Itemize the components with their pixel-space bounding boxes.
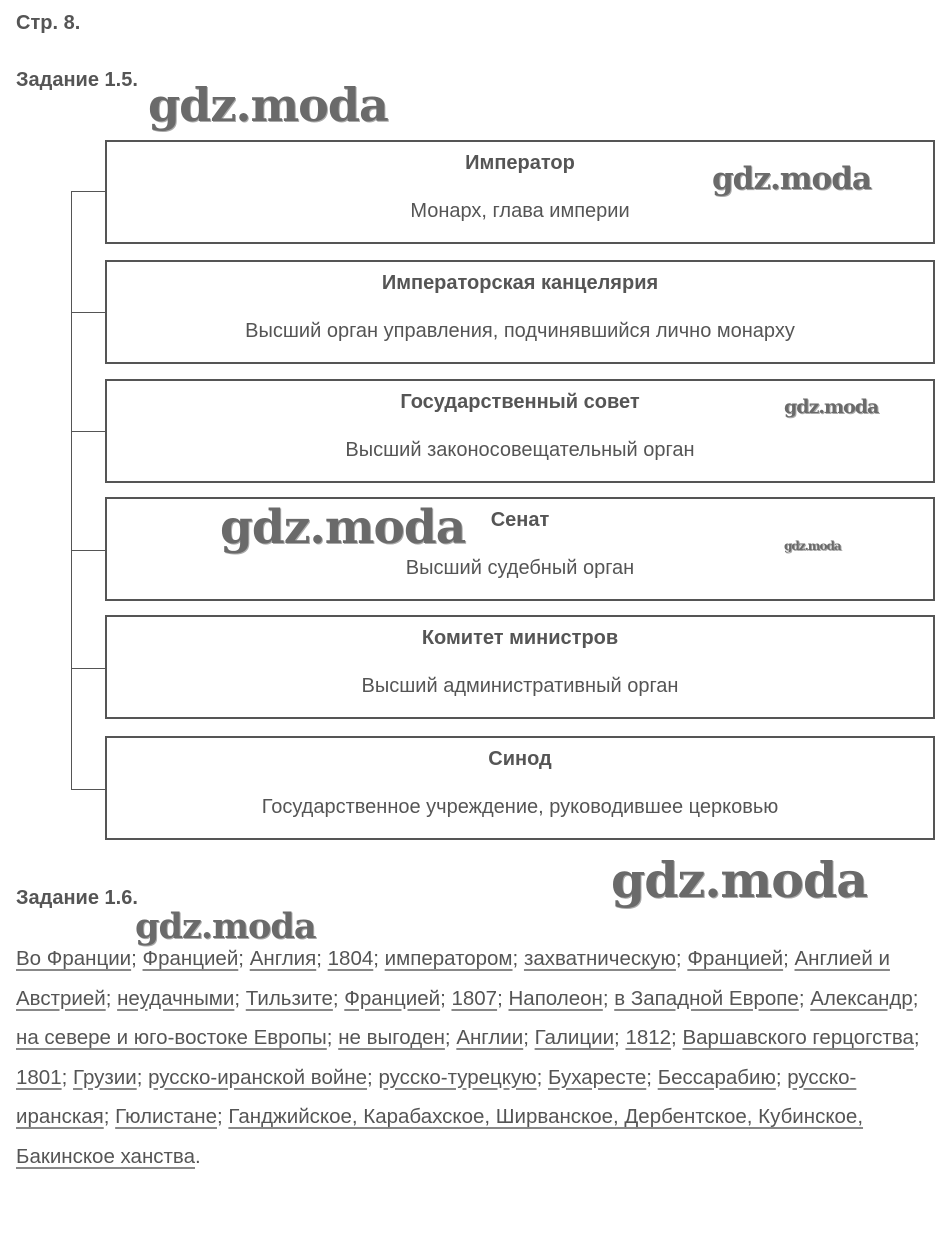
answer-term: Наполеон xyxy=(508,986,603,1010)
box-senate: Сенат Высший судебный орган xyxy=(105,497,935,601)
tree-branch-line xyxy=(71,431,105,432)
box-committee-of-ministers: Комитет министров Высший административны… xyxy=(105,615,935,719)
answer-term: Гюлистане xyxy=(115,1105,217,1128)
box-synod: Синод Государственное учреждение, руково… xyxy=(105,736,935,840)
tree-branch-line xyxy=(71,668,105,669)
answer-term: 1807 xyxy=(451,986,498,1010)
separator: ; xyxy=(440,986,446,1010)
answer-term: Ганджийское, Карабахское, Ширванское, Де… xyxy=(16,1105,864,1168)
tree-branch-line xyxy=(71,550,105,551)
answer-term: русско-турецкую xyxy=(378,1065,537,1089)
box-title: Императорская канцелярия xyxy=(381,272,659,294)
end-period: . xyxy=(195,1144,201,1168)
answer-term: Грузии xyxy=(73,1065,137,1089)
box-title: Синод xyxy=(488,748,552,770)
box-description: Высший законосовещательный орган xyxy=(345,439,695,461)
answer-term: Англии xyxy=(456,1026,524,1049)
page-number: Стр. 8. xyxy=(16,12,81,34)
separator: ; xyxy=(367,1065,373,1089)
separator: ; xyxy=(912,986,919,1010)
separator: ; xyxy=(131,947,137,970)
watermark-logo: gdz.moda xyxy=(611,851,868,909)
answer-term: 1804 xyxy=(327,947,374,970)
box-title: Государственный совет xyxy=(400,391,640,413)
separator: ; xyxy=(512,947,519,970)
separator: ; xyxy=(523,1026,529,1049)
separator: ; xyxy=(105,986,112,1010)
separator: ; xyxy=(646,1065,652,1089)
separator: ; xyxy=(775,1065,782,1089)
tree-branch-line xyxy=(71,312,105,313)
answer-term: Во Франции xyxy=(16,947,132,970)
box-description: Высший административный орган xyxy=(361,675,679,697)
separator: ; xyxy=(61,1065,68,1089)
separator: ; xyxy=(316,947,322,970)
separator: ; xyxy=(913,1026,920,1049)
answer-term: русско-иранская xyxy=(16,1065,857,1129)
separator: ; xyxy=(444,1026,451,1049)
answer-term: 1801 xyxy=(16,1065,62,1089)
answer-term: Бессарабию xyxy=(657,1065,776,1089)
separator: ; xyxy=(671,1026,677,1049)
separator: ; xyxy=(614,1026,620,1049)
separator: ; xyxy=(326,1026,333,1049)
box-description: Монарх, глава империи xyxy=(410,200,630,222)
separator: ; xyxy=(216,1105,223,1128)
answer-term: Тильзите xyxy=(245,986,333,1010)
answer-term: Бухаресте xyxy=(547,1065,647,1089)
answer-term: неудачными xyxy=(117,986,235,1010)
separator: ; xyxy=(373,947,379,970)
separator: ; xyxy=(783,947,789,970)
separator: ; xyxy=(238,947,244,970)
tree-branch-line xyxy=(71,191,105,192)
tree-vertical-line xyxy=(71,191,72,789)
box-title: Сенат xyxy=(490,509,550,531)
separator: ; xyxy=(798,986,805,1010)
tree-branch-line xyxy=(71,789,105,790)
answer-term: захватническую xyxy=(523,947,676,970)
task-1-5-title: Задание 1.5. xyxy=(16,69,138,91)
task-1-6-title: Задание 1.6. xyxy=(16,887,138,909)
answer-term: Александр xyxy=(810,986,913,1010)
answer-term: на севере и юго-востоке Европы xyxy=(16,1026,327,1049)
box-title: Комитет министров xyxy=(421,627,619,649)
answer-term: в Западной Европе xyxy=(614,986,799,1010)
answer-term: 1812 xyxy=(625,1026,672,1049)
box-state-council: Государственный совет Высший законосовещ… xyxy=(105,379,935,483)
box-title: Император xyxy=(465,152,575,174)
box-description: Высший судебный орган xyxy=(405,557,635,579)
separator: ; xyxy=(103,1105,110,1128)
box-description: Высший орган управления, подчинявшийся л… xyxy=(245,320,795,342)
separator: ; xyxy=(234,986,241,1010)
separator: ; xyxy=(497,986,503,1010)
answer-term: русско-иранской войне xyxy=(148,1065,368,1089)
box-emperor: Император Монарх, глава империи xyxy=(105,140,935,244)
answer-term: Англией и Австрией xyxy=(16,947,890,1010)
separator: ; xyxy=(536,1065,543,1089)
answer-term: Францией xyxy=(687,947,784,970)
box-description: Государственное учреждение, руководившее… xyxy=(261,796,779,818)
answer-term: императором xyxy=(384,947,513,970)
answer-term: Англия xyxy=(249,947,317,970)
separator: ; xyxy=(332,986,339,1010)
box-imperial-chancellery: Императорская канцелярия Высший орган уп… xyxy=(105,260,935,364)
answer-term: Галиции xyxy=(534,1026,615,1049)
watermark-logo: gdz.moda xyxy=(148,78,389,132)
separator: ; xyxy=(136,1065,143,1089)
separator: ; xyxy=(602,986,609,1010)
answer-term: Францией xyxy=(142,947,239,970)
answer-term: не выгоден xyxy=(338,1026,445,1049)
answer-term: Францией xyxy=(344,986,441,1010)
separator: ; xyxy=(675,947,682,970)
task-1-6-answer: Во Франции; Францией; Англия; 1804; импе… xyxy=(16,939,931,1176)
answer-term: Варшавского герцогства xyxy=(682,1026,914,1049)
